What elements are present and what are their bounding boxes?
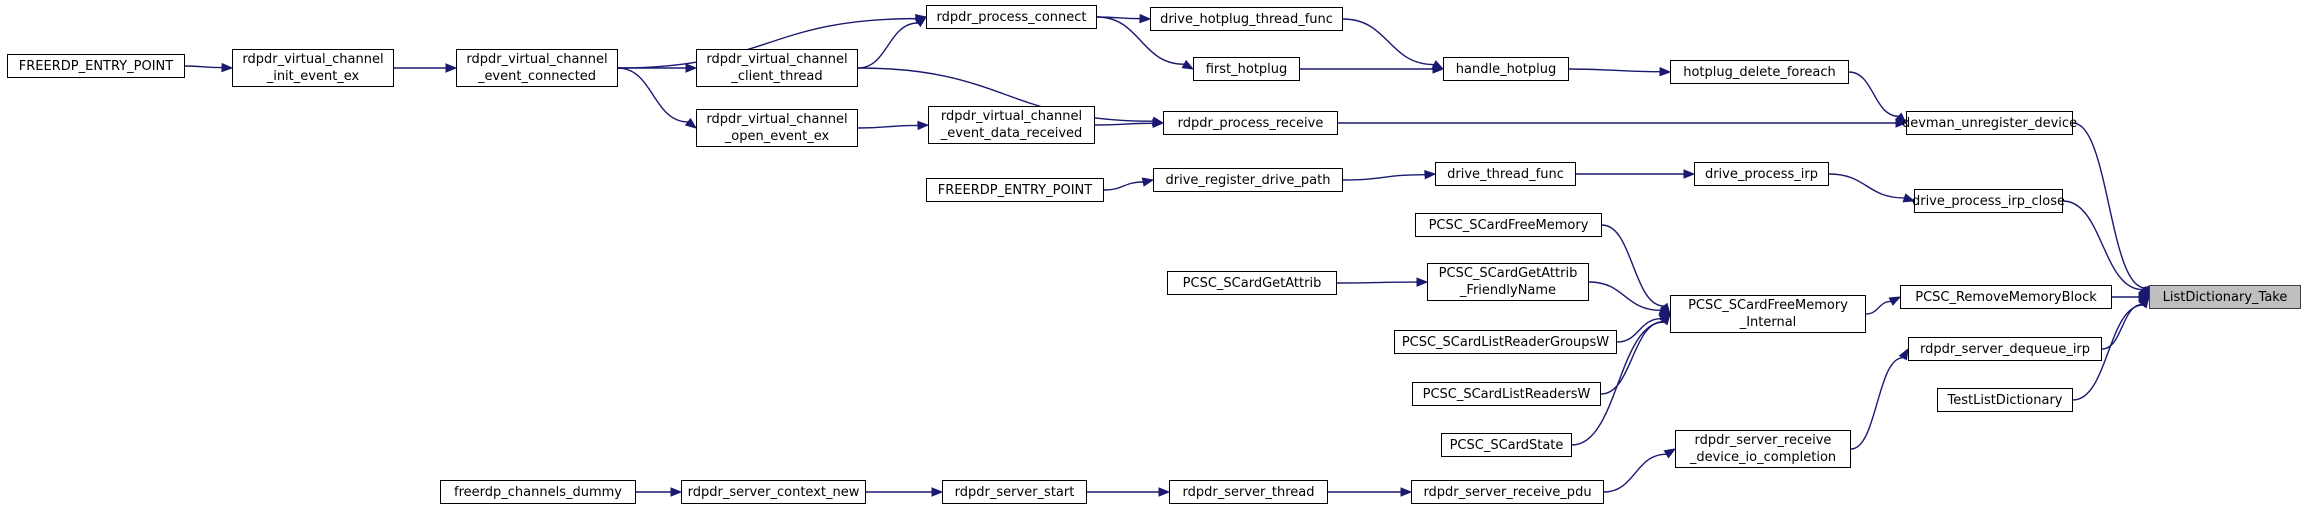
node-devman-unregister-device[interactable]: devman_unregister_device xyxy=(1902,111,2077,135)
arrowhead xyxy=(2138,295,2150,309)
call-edge xyxy=(2072,122,2146,289)
node-listdictionary-take: ListDictionary_Take xyxy=(2149,285,2301,309)
arrowhead xyxy=(1898,347,1909,361)
arrowhead xyxy=(1400,487,1413,497)
arrowhead xyxy=(1659,312,1671,326)
node-handle-hotplug[interactable]: handle_hotplug xyxy=(1443,57,1569,81)
call-edge xyxy=(857,67,1154,122)
node-drive-process-irp-close[interactable]: drive_process_irp_close xyxy=(1912,189,2065,213)
arrowhead xyxy=(221,62,234,73)
node-drive-thread-func[interactable]: drive_thread_func xyxy=(1435,162,1576,186)
call-edge xyxy=(1865,300,1892,315)
call-edge xyxy=(1568,68,1661,73)
arrowhead xyxy=(1663,448,1677,459)
node-freerdp-channels-dummy[interactable]: freerdp_channels_dummy xyxy=(440,480,636,504)
node-pcsc-scardfreememory-internal[interactable]: PCSC_SCardFreeMemory _Internal xyxy=(1670,295,1866,333)
node-rdpdr-server-dequeue-irp[interactable]: rdpdr_server_dequeue_irp xyxy=(1908,337,2102,361)
node-pcsc-scardstate[interactable]: PCSC_SCardState xyxy=(1441,433,1572,457)
call-edge xyxy=(1336,281,1418,284)
node-rdpdr-server-thread[interactable]: rdpdr_server_thread xyxy=(1169,480,1328,504)
arrowhead xyxy=(684,117,698,129)
node-drive-process-irp[interactable]: drive_process_irp xyxy=(1694,162,1829,186)
arrowhead xyxy=(1424,169,1437,180)
arrowhead xyxy=(1158,487,1171,497)
node-pcsc-scardgetattrib-friendlyname[interactable]: PCSC_SCardGetAttrib _FriendlyName xyxy=(1427,263,1589,301)
call-edge xyxy=(1603,453,1667,493)
call-edge xyxy=(1103,181,1144,191)
arrowhead xyxy=(1902,193,1916,203)
call-edge xyxy=(1096,16,1185,65)
node-rdpdr-server-receive-device-io-completion[interactable]: rdpdr_server_receive _device_io_completi… xyxy=(1675,430,1851,468)
arrowhead xyxy=(1152,118,1165,129)
node-rdpdr-process-connect[interactable]: rdpdr_process_connect xyxy=(926,5,1097,29)
call-edge xyxy=(617,67,689,123)
arrowhead xyxy=(1895,118,1908,128)
node-freerdp-entry-point-1[interactable]: FREERDP_ENTRY_POINT xyxy=(7,54,185,78)
call-edge xyxy=(1588,281,1661,312)
call-edge xyxy=(1601,224,1664,307)
node-rdpdr-server-receive-pdu[interactable]: rdpdr_server_receive_pdu xyxy=(1411,480,1604,504)
node-rdpdr-process-receive[interactable]: rdpdr_process_receive xyxy=(1163,111,1338,135)
node-drive-register-drive-path[interactable]: drive_register_drive_path xyxy=(1153,168,1343,192)
call-edge xyxy=(617,17,917,69)
call-edge xyxy=(2101,303,2143,350)
call-edge xyxy=(1342,173,1426,181)
arrowhead xyxy=(670,487,683,497)
node-pcsc-scardgetattrib[interactable]: PCSC_SCardGetAttrib xyxy=(1167,271,1337,295)
node-pcsc-scardlistreadersw[interactable]: PCSC_SCardListReadersW xyxy=(1412,382,1601,406)
arrowhead xyxy=(1139,13,1152,24)
call-edge xyxy=(1616,317,1662,343)
node-pcsc-removememoryblock[interactable]: PCSC_RemoveMemoryBlock xyxy=(1900,285,2112,309)
call-edge xyxy=(857,124,919,129)
call-edge xyxy=(1850,356,1904,450)
node-hotplug-delete-foreach[interactable]: hotplug_delete_foreach xyxy=(1670,60,1849,84)
call-edge xyxy=(2072,304,2144,401)
arrowhead xyxy=(1888,296,1902,306)
node-freerdp-entry-point-2[interactable]: FREERDP_ENTRY_POINT xyxy=(926,178,1104,202)
arrowhead xyxy=(931,487,944,497)
arrowhead xyxy=(445,63,458,73)
node-pcsc-scardfreememory[interactable]: PCSC_SCardFreeMemory xyxy=(1415,213,1602,237)
arrowhead xyxy=(917,120,930,131)
call-edge xyxy=(184,65,223,69)
node-rdpdr-virtual-channel-event-data-received[interactable]: rdpdr_virtual_channel _event_data_receiv… xyxy=(928,106,1095,144)
call-edge xyxy=(1342,18,1435,66)
node-first-hotplug[interactable]: first_hotplug xyxy=(1193,57,1300,81)
arrowhead xyxy=(1141,177,1155,187)
arrowhead xyxy=(1683,169,1696,179)
node-rdpdr-server-start[interactable]: rdpdr_server_start xyxy=(942,480,1087,504)
node-rdpdr-virtual-channel-event-connected[interactable]: rdpdr_virtual_channel _event_connected xyxy=(456,49,618,87)
call-edge xyxy=(857,22,919,69)
call-edge xyxy=(1571,321,1665,446)
arrowhead xyxy=(1181,59,1195,70)
arrowhead xyxy=(1658,305,1672,315)
node-pcsc-scardlistreadergroupsw[interactable]: PCSC_SCardListReaderGroupsW xyxy=(1394,330,1617,354)
node-rdpdr-server-context-new[interactable]: rdpdr_server_context_new xyxy=(681,480,866,504)
node-rdpdr-virtual-channel-open-event-ex[interactable]: rdpdr_virtual_channel _open_event_ex xyxy=(696,109,858,147)
call-edge xyxy=(1094,122,1154,126)
call-edge xyxy=(1848,71,1899,118)
arrowhead xyxy=(685,63,698,73)
node-rdpdr-virtual-channel-init-event-ex[interactable]: rdpdr_virtual_channel _init_event_ex xyxy=(232,49,394,87)
node-testlistdictionary[interactable]: TestListDictionary xyxy=(1937,388,2073,412)
call-edge xyxy=(1828,173,1905,199)
arrowhead xyxy=(1416,277,1429,287)
node-rdpdr-virtual-channel-client-thread[interactable]: rdpdr_virtual_channel _client_thread xyxy=(696,49,858,87)
arrowhead xyxy=(914,16,928,28)
node-drive-hotplug-thread-func[interactable]: drive_hotplug_thread_func xyxy=(1150,7,1343,31)
arrowhead xyxy=(1659,66,1672,77)
call-edge xyxy=(2062,200,2143,291)
arrowhead xyxy=(1432,64,1445,74)
